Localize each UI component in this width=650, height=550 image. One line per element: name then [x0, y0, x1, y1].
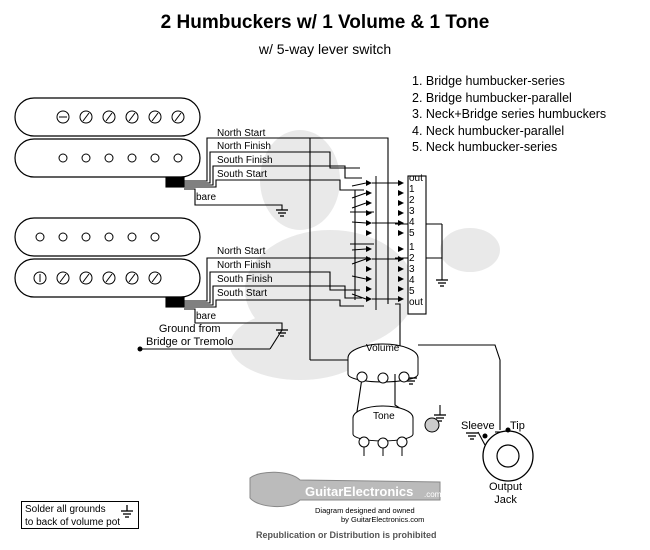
brand-name: GuitarElectronics — [305, 484, 414, 499]
ground-from-bridge-label: Ground from Bridge or Tremolo — [146, 323, 234, 348]
switch-label-out-top: out — [409, 173, 423, 184]
volume-label: Volume — [366, 343, 400, 354]
jack-sleeve-label: Sleeve — [461, 420, 495, 432]
neck-wire-bare: bare — [196, 192, 217, 203]
bridge-pole-slugs — [35, 232, 160, 242]
output-jack-label: Output Jack — [489, 481, 523, 506]
switch-label-2-top: 2 — [409, 195, 415, 206]
bridge-pole-screws — [33, 271, 162, 285]
ground-note-box: Solder all grounds to back of volume pot — [21, 501, 139, 529]
neck-humbucker — [14, 97, 201, 178]
brand-credit-2: by GuitarElectronics.com — [341, 515, 425, 524]
switch-label-2-bottom: 2 — [409, 253, 415, 264]
switch-label-out-bottom: out — [409, 297, 423, 308]
neck-wire-south-start: South Start — [217, 169, 268, 180]
brand-logo — [249, 471, 441, 507]
bridge-wire-north-finish: North Finish — [217, 260, 271, 271]
legend-item-4: 4. Neck humbucker-parallel — [412, 123, 565, 138]
bridge-wire-south-finish: South Finish — [217, 274, 273, 285]
output-jack — [482, 427, 534, 482]
tone-capacitor — [424, 417, 440, 433]
bridge-humbucker — [14, 217, 201, 298]
legend-item-2: 2. Bridge humbucker-parallel — [412, 90, 572, 105]
switch-label-5-bottom: 5 — [409, 286, 415, 297]
ground-wire-end — [137, 346, 143, 352]
tone-pot — [352, 405, 440, 456]
volume-pot — [347, 343, 419, 384]
switch-label-4-top: 4 — [409, 217, 415, 228]
switch-label-5-top: 5 — [409, 228, 415, 239]
brand-credit-1: Diagram designed and owned — [315, 506, 415, 515]
neck-wire-north-start: North Start — [217, 128, 266, 139]
diagram-subtitle: w/ 5-way lever switch — [258, 41, 392, 57]
switch-label-3-top: 3 — [409, 206, 415, 217]
legend-item-3: 3. Neck+Bridge series humbuckers — [412, 107, 607, 122]
switch-lugs — [366, 180, 404, 302]
neck-wire-north-finish: North Finish — [217, 141, 271, 152]
brand-suffix: .com — [424, 490, 442, 499]
switch-label-1-top: 1 — [409, 184, 415, 195]
neck-pole-slugs — [58, 153, 183, 163]
five-way-switch — [351, 175, 427, 315]
watermark-figure — [230, 130, 500, 380]
switch-position-legend: 1. Bridge humbucker-series 2. Bridge hum… — [412, 73, 606, 156]
bridge-wire-north-start: North Start — [217, 246, 266, 257]
switch-label-1-bottom: 1 — [409, 242, 415, 253]
bridge-wire-south-start: South Start — [217, 288, 268, 299]
switch-label-3-bottom: 3 — [409, 264, 415, 275]
tone-label: Tone — [373, 411, 395, 422]
wires — [140, 137, 510, 446]
diagram-title: 2 Humbuckers w/ 1 Volume & 1 Tone — [160, 12, 490, 33]
neck-wire-south-finish: South Finish — [217, 155, 273, 166]
bridge-wire-bare: bare — [196, 311, 217, 322]
neck-pole-screws — [56, 110, 185, 124]
legend-item-1: 1. Bridge humbucker-series — [412, 74, 565, 88]
brand-notice: Republication or Distribution is prohibi… — [256, 530, 437, 540]
jack-tip-label: Tip — [510, 420, 525, 432]
ground-icons — [121, 209, 478, 518]
switch-label-4-bottom: 4 — [409, 275, 415, 286]
legend-item-5: 5. Neck humbucker-series — [412, 140, 558, 155]
